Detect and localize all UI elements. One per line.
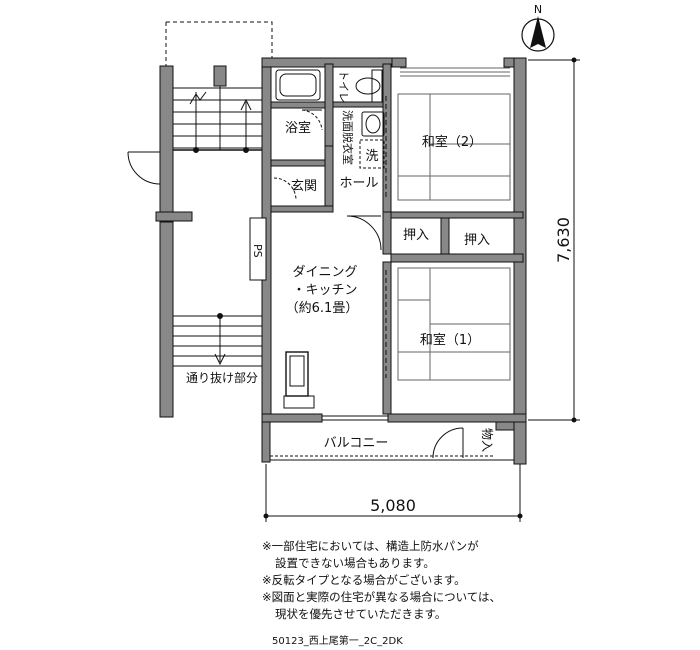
note-line: 現状を優先させていただきます。 [275,607,447,621]
dk-label-line2: ・キッチン [292,283,357,298]
passage-label: 通り抜け部分 [186,370,258,385]
washroom-label: 洗面脱衣室 [341,110,355,165]
dimension-lines [263,57,580,522]
notes: ※一部住宅においては、構造上防水パンが 設置できない場合もあります。 ※反転タイ… [262,538,692,623]
dk-label-line1: ダイニング [292,265,357,280]
room-labels: トイレ 浴室 洗面脱衣室 洗 玄関 ホール 和室（2） 押入 押入 PS ダイニ… [186,70,494,452]
washitsu2-label: 和室（2） [422,134,482,150]
width-dimension: 5,080 [370,496,416,515]
toilet-label: トイレ [337,70,350,103]
dk-label-line3: （約6.1畳） [286,301,359,316]
balcony-label: バルコニー [324,436,389,451]
fixtures [270,67,514,461]
unit-walls [249,57,527,465]
entrance-label: 玄関 [291,179,317,194]
washitsu1-label: 和室（1） [420,332,480,348]
note-line: 設置できない場合もあります。 [275,556,435,570]
compass-label: N [534,3,542,16]
note-line: ※一部住宅においては、構造上防水パンが [262,539,479,553]
hall-label: ホール [339,176,378,191]
note-line: ※図面と実際の住宅が異なる場合については、 [262,590,502,604]
bath-label: 浴室 [285,120,311,136]
storage-label: 物入 [480,428,494,452]
stairwell [127,21,273,418]
plan-code: 50123_西上尾第一_2C_2DK [272,636,403,647]
depth-dimension: 7,630 [554,217,573,263]
oshiire-b-label: 押入 [464,233,490,248]
compass-icon: N [521,3,555,52]
ps-label: PS [251,244,264,258]
washer-label: 洗 [365,149,378,164]
oshiire-a-label: 押入 [403,228,429,243]
note-line: ※反転タイプとなる場合がございます。 [262,573,466,587]
